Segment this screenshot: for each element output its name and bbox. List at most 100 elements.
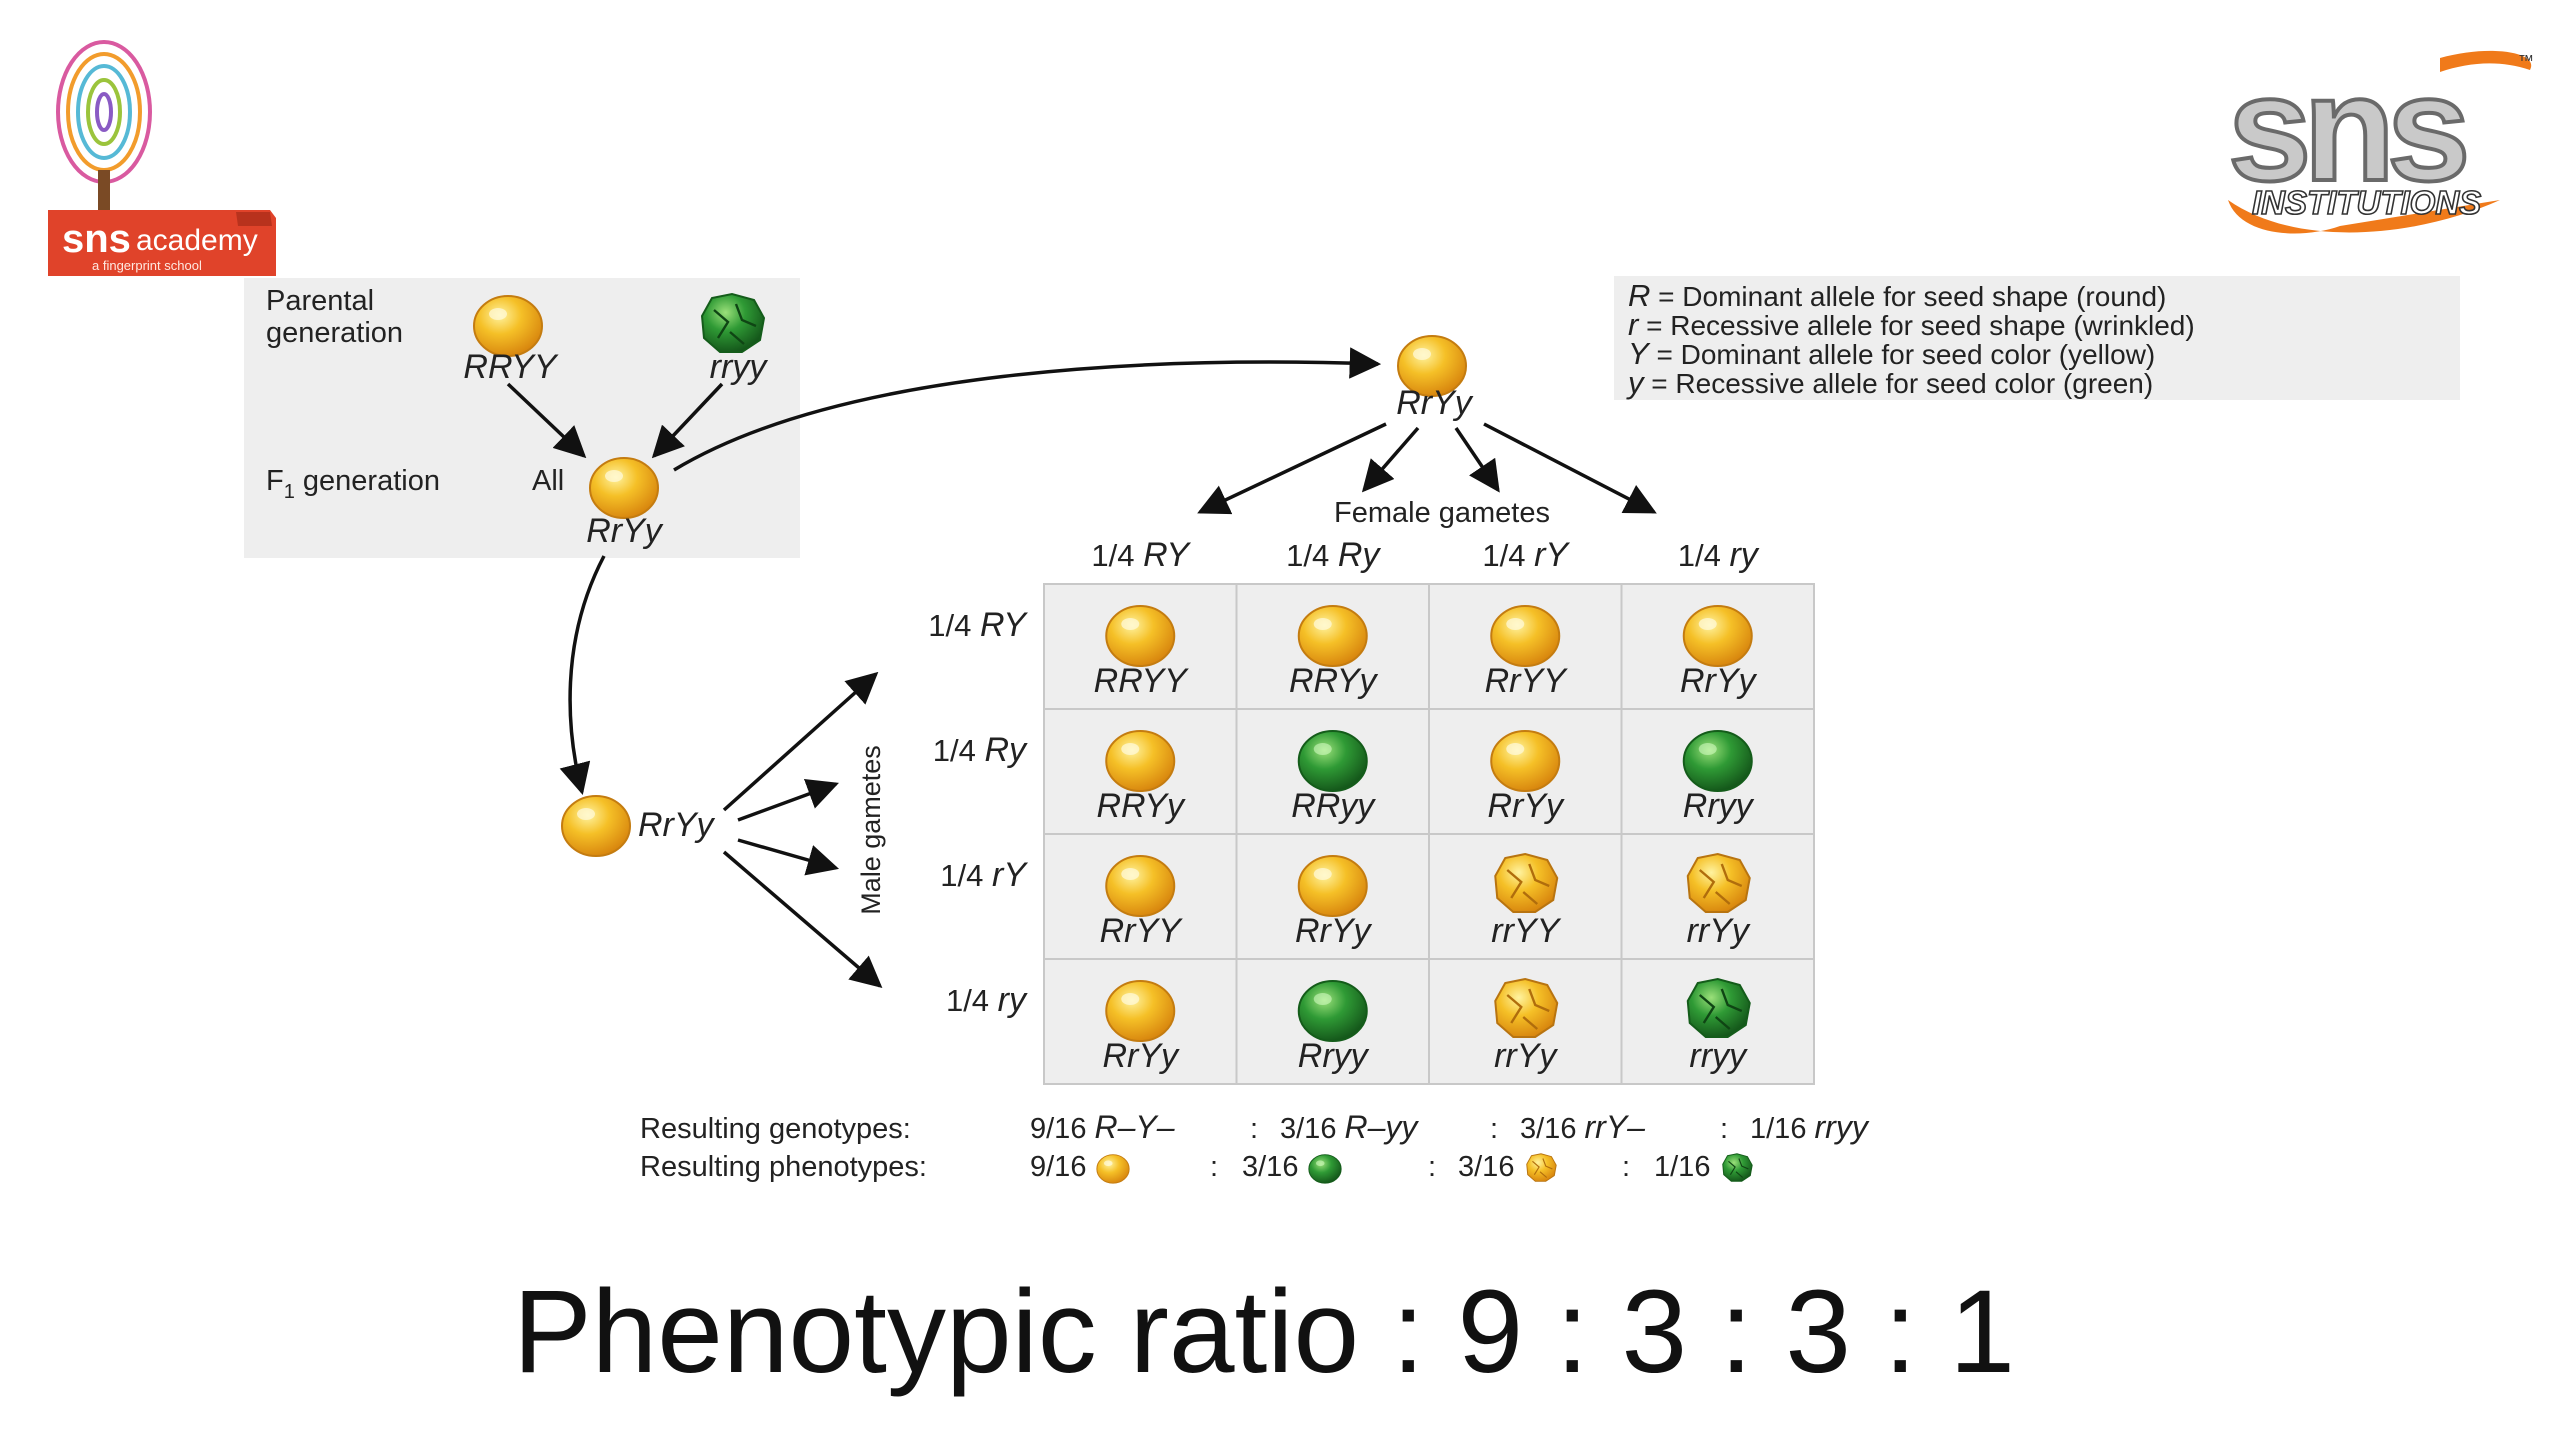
institutions-logo-name: INSTITUTIONS [2252,184,2481,221]
female-parent-genotype: RrYy [1396,384,1474,422]
male-gametes-label: Male gametes [856,745,886,915]
ratio-separator: : [1720,1113,1728,1145]
female-gamete-header: 1/4 RY [1091,536,1191,574]
legend-line: Y = Dominant allele for seed color (yell… [1628,336,2155,371]
ratio-separator: : [1490,1113,1498,1145]
cell-genotype: RRYY [1094,662,1190,700]
wrinkled-yellow-seed-icon [1686,852,1751,914]
f1-to-male-arrow [559,555,606,796]
resulting-genotypes-label: Resulting genotypes: [640,1113,911,1145]
punnett-cell: rrYY [1491,852,1562,950]
f1-to-female-arrow [673,347,1382,472]
female-gametes-label: Female gametes [1334,497,1550,529]
cell-genotype: RrYY [1485,662,1569,700]
male-gamete-header: 1/4 ry [946,981,1028,1019]
male-parent-seed-icon [561,795,631,857]
wrinkled-green-seed-icon [1722,1153,1753,1182]
allele-legend: R = Dominant allele for seed shape (roun… [1614,276,2460,400]
male-parent-genotype: RrYy [638,806,716,844]
punnett-cell: RrYy [1680,605,1758,700]
f1-generation-label: F1 generation [266,465,440,503]
parental-f1-panel: Parental generation RRYY rryy F1 generat… [244,278,800,558]
cell-genotype: rrYy [1494,1037,1558,1075]
fingerprint-tree-icon [56,40,152,212]
cell-genotype: RRYy [1096,787,1186,825]
svg-text:3/16: 3/16 [1458,1151,1514,1183]
round-green-seed-icon [1297,980,1368,1042]
cell-genotype: rryy [1689,1037,1748,1075]
round-green-seed-icon [1682,730,1753,792]
cell-genotype: RrYy [1295,912,1373,950]
punnett-cell: RrYy [1487,730,1565,825]
sns-institutions-logo: sns INSTITUTIONS ™ [2226,42,2534,234]
round-yellow-seed-icon [1490,730,1561,792]
f1-all-label: All [532,465,564,497]
female-gamete-header: 1/4 ry [1678,536,1760,574]
punnett-cell: Rryy [1682,730,1755,825]
punnett-cell: rrYy [1686,852,1751,950]
cell-genotype: rrYy [1687,912,1751,950]
resulting-genotype-item: 1/16 rryy [1750,1109,1870,1145]
punnett-cell: RRyy [1291,730,1376,825]
round-yellow-seed-icon [1682,605,1753,667]
round-yellow-seed-icon [1490,605,1561,667]
sns-academy-logo: sns academy a fingerprint school [48,40,276,276]
round-green-seed-icon [1308,1154,1342,1184]
round-yellow-seed-icon [1297,605,1368,667]
cell-genotype: Rryy [1298,1037,1370,1075]
punnett-cell: rryy [1686,977,1751,1075]
parental-green-wrinkled-seed-icon [700,292,766,354]
ratio-separator: : [1210,1151,1218,1183]
legend-line: R = Dominant allele for seed shape (roun… [1628,278,2166,313]
round-yellow-seed-icon [1297,855,1368,917]
punnett-cell: Rryy [1297,980,1370,1075]
male-gamete-header: 1/4 RY [928,606,1028,644]
parental-yellow-round-seed-icon [473,295,543,357]
punnett-cell: RrYy [1102,980,1180,1075]
phenotypic-ratio: Phenotypic ratio : 9 : 3 : 3 : 1 [513,1266,2015,1398]
svg-text:9/16: 9/16 [1030,1151,1086,1183]
legend-line: y = Recessive allele for seed color (gre… [1626,365,2153,400]
cell-genotype: rrYY [1491,912,1561,950]
legend-line: r = Recessive allele for seed shape (wri… [1628,307,2195,342]
wrinkled-yellow-seed-icon [1494,977,1559,1039]
cell-genotype: Rryy [1683,787,1755,825]
female-gamete-arrows [1197,422,1657,515]
svg-text:1/16: 1/16 [1654,1151,1710,1183]
resulting-genotype-item: 9/16 R–Y– [1030,1109,1175,1145]
academy-logo-name: academy [136,224,258,257]
male-gamete-headers: 1/4 RY 1/4 Ry 1/4 rY 1/4 ry [928,606,1028,1019]
round-yellow-seed-icon [1105,855,1176,917]
resulting-phenotype-item: 1/16 [1654,1151,1753,1183]
resulting-phenotypes-label: Resulting phenotypes: [640,1151,927,1183]
round-yellow-seed-icon [1096,1154,1130,1184]
resulting-phenotype-item: 3/16 [1458,1151,1557,1183]
resulting-phenotype-item: 3/16 [1242,1151,1342,1184]
cell-genotype: RrYy [1102,1037,1180,1075]
punnett-cell: rrYy [1494,977,1559,1075]
ratio-separator: : [1622,1151,1630,1183]
punnett-cell: RrYY [1485,605,1569,700]
cell-genotype: RRYy [1289,662,1379,700]
academy-logo-brand: sns [62,217,131,261]
punnett-cell: RRYy [1096,730,1186,825]
female-gamete-header: 1/4 rY [1482,536,1570,574]
results: Resulting genotypes: Resulting phenotype… [640,1109,1870,1184]
cell-genotype: RrYy [1487,787,1565,825]
wrinkled-yellow-seed-icon [1494,852,1559,914]
male-gamete-header: 1/4 rY [940,856,1028,894]
resulting-phenotype-item: 9/16 [1030,1151,1130,1184]
parental-label-line2: generation [266,317,403,349]
female-gamete-header: 1/4 Ry [1286,536,1381,574]
svg-text:3/16: 3/16 [1242,1151,1298,1183]
round-yellow-seed-icon [1105,730,1176,792]
round-yellow-seed-icon [1105,980,1176,1042]
ratio-separator: : [1428,1151,1436,1183]
punnett-cell: RrYy [1295,855,1373,950]
parental-right-genotype: rryy [710,348,769,386]
resulting-genotype-item: 3/16 rrY– [1520,1109,1645,1145]
male-gamete-header: 1/4 Ry [933,731,1028,769]
wrinkled-green-seed-icon [1686,977,1751,1039]
